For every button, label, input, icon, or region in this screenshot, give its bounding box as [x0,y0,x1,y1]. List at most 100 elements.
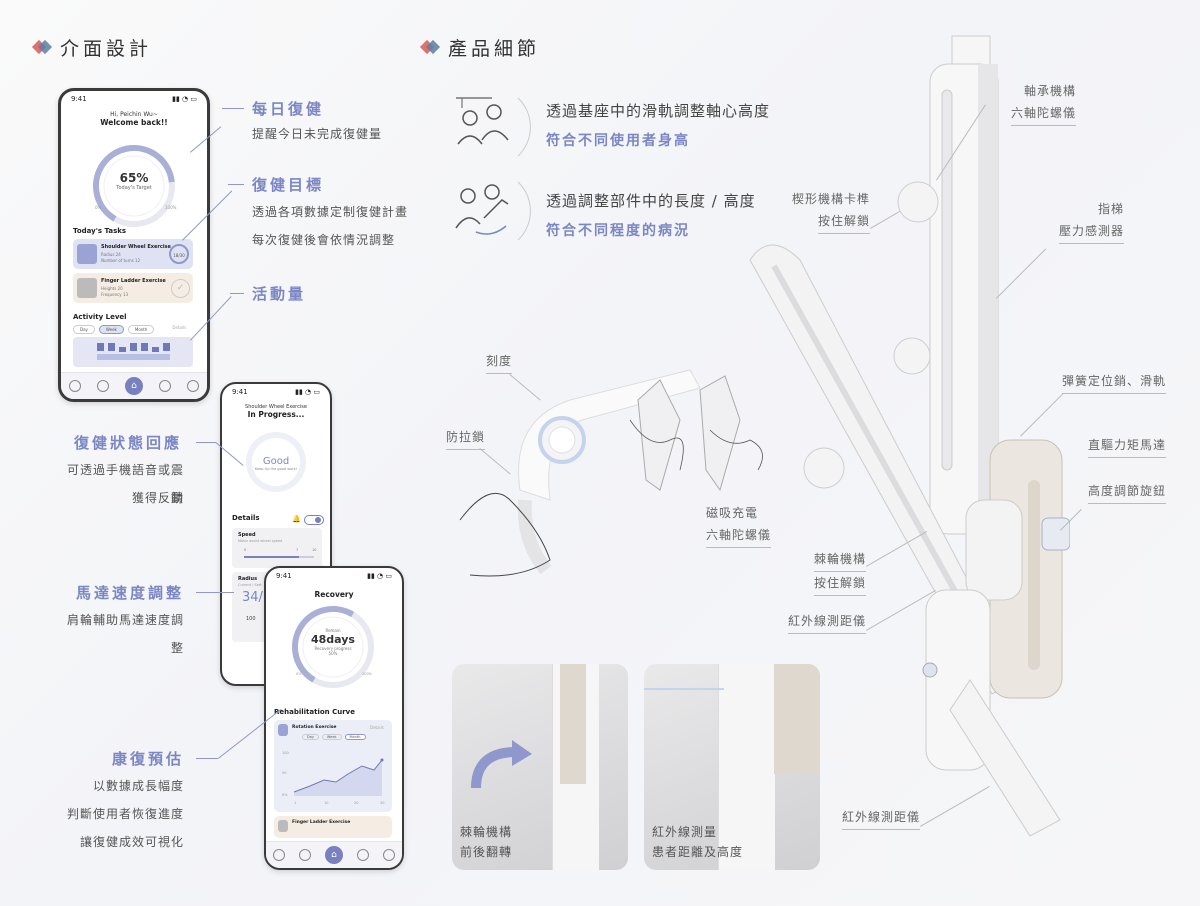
callout-motor-text: 直驅力矩馬達 [1087,434,1166,458]
tab-week[interactable]: Week [98,325,124,334]
y-tick-0: 0% [282,793,288,797]
motor-title: 馬達速度調整 [76,584,185,602]
activity-feature-title: 活動量 [252,285,307,303]
main-device-illustration [749,35,1070,837]
nav-home-icon[interactable]: ⌂ [125,377,143,395]
callout-scale: 刻度 [486,350,513,374]
callout-ladder: 指梯 壓力感測器 [1050,198,1124,244]
photo-ratchet-detail: 棘輪機構 前後翻轉 [452,664,628,870]
target-label: Today's Target [116,185,152,191]
progress-label: Recovery progress [314,646,352,651]
y-tick-100: 100 [282,751,289,755]
task-card-shoulder[interactable]: Shoulder Wheel Exercise Radius 24 Number… [73,239,193,269]
photo1-line1: 棘輪機構 [460,825,513,839]
task2-label2: Frequency [101,292,122,297]
goal-line2: 每次復健後會依情況調整 [252,233,396,247]
diamond-icon [424,41,438,55]
photo2-line2: 患者距離及高度 [652,845,744,859]
nav-device-icon[interactable] [187,380,199,392]
tab-month[interactable]: Month [127,325,155,334]
curve-card: Rotation Exercise Details Day Week Month… [274,720,392,812]
recovery-title-feature: 康復預估 [112,750,185,768]
interface-section-title: 介面設計 [36,34,152,61]
task2-name: Finger Ladder Exercise [101,278,166,284]
height-users-icon [456,97,531,157]
task1-value1: 24 [115,252,121,257]
check-icon: ✓ [171,279,190,298]
nav-personal-icon[interactable] [273,849,285,861]
feedback-line2: 獲得反饋 [131,491,184,505]
ring-max: 100% [362,672,373,676]
speed-slider[interactable] [244,556,314,558]
callout-bearing-line2: 六軸陀螺儀 [1010,102,1076,126]
tasks-title: Today's Tasks [73,227,127,235]
tab-month[interactable]: Month [344,734,366,740]
bell-icon: 🔔 [292,515,301,523]
remain-label: Remain [325,628,341,633]
callout-magnetic-line2: 六軸陀螺儀 [706,524,772,548]
tab-week[interactable]: Week [321,734,342,740]
photo1-caption: 棘輪機構 前後翻轉 [460,822,512,862]
nav-missions-icon[interactable] [357,849,369,861]
chart-name: Rotation Exercise [292,725,337,730]
callout-wedge-line2: 按住解鎖 [817,210,870,234]
detail2-line1: 透過調整部件中的長度 / 高度 [546,192,756,210]
task-card-finger[interactable]: Finger Ladder Exercise Heights 20 Freque… [73,273,193,303]
callout-ladder-line2: 壓力感測器 [1058,220,1124,244]
callout-magnetic: 磁吸充電 六軸陀螺儀 [706,502,772,548]
status-time: 9:41 [232,388,248,396]
goal-line1: 透過各項數據定制復健計畫 [252,205,409,219]
diamond-icon [36,41,50,55]
radius-label: Radius [238,576,258,582]
tab-day[interactable]: Day [302,734,319,740]
status-time: 9:41 [71,95,87,103]
nav-personal-icon[interactable] [69,380,81,392]
callout-spring-text: 彈簧定位銷、滑軌 [1061,370,1166,394]
detail1-line2: 符合不同使用者身高 [546,133,690,149]
state-ring [246,432,306,492]
radius-value: 34/ [242,590,263,605]
photo2-caption: 紅外線測量 患者距離及高度 [652,822,743,862]
details-link[interactable]: Details [172,325,187,330]
wrist-device-illustration [459,369,763,577]
callout-ir2-text: 紅外線測距儀 [841,806,920,830]
callout-ir2: 紅外線測距儀 [830,806,920,830]
curve-title: Rehabilitation Curve [274,708,355,716]
goal-title: 復健目標 [252,176,325,194]
nav-device-icon[interactable] [383,849,395,861]
photo-infrared-detail: 紅外線測量 患者距離及高度 [644,664,820,870]
task1-label2: Number of turns [101,258,134,263]
welcome-text: Welcome back!! [100,118,168,127]
activity-title: Activity Level [73,313,127,321]
details-section-title: 產品細節 [424,34,540,61]
callout-wedge: 楔形機構卡榫 按住解鎖 [780,188,870,234]
motor-text: 肩輪輔助馬達速度調整 [66,613,184,655]
nav-missions-icon[interactable] [159,380,171,392]
callout-motor: 直驅力矩馬達 [1070,434,1166,458]
details-title-text: 產品細節 [448,38,541,60]
callout-ratchet-line2: 按住解鎖 [813,572,866,596]
signal-icon: ▮▮ ◔ ▭ [295,388,320,396]
target-min: 0% [95,205,102,210]
recovery-ring [292,606,374,688]
callout-ladder-line1: 指梯 [1097,202,1124,216]
nav-records-icon[interactable] [299,849,311,861]
chart-details-link[interactable]: Details [370,725,384,730]
callout-magnetic-line1: 磁吸充電 [706,506,759,520]
task1-name: Shoulder Wheel Exercise [101,244,171,250]
task1-label1: Radius [101,252,115,257]
tab-day[interactable]: Day [73,325,95,334]
speed-card: Speed Motor assist wheel speed 0 7 10 [232,528,322,568]
photo1-line2: 前後翻轉 [460,845,513,859]
ring-min: 0% [296,672,302,676]
rotation-icon [278,724,288,736]
feedback-line1: 可透過手機語音或震動 [66,463,184,505]
exercise-status: In Progress... [247,410,305,419]
callout-ir1-text: 紅外線測距儀 [787,610,866,634]
nav-records-icon[interactable] [97,380,109,392]
feedback-toggle[interactable] [304,515,324,525]
finger-icon [278,820,288,832]
recovery-line2: 判斷使用者恢復進度 [66,807,184,821]
nav-home-icon[interactable]: ⌂ [325,846,343,864]
y-tick-50: 50 [282,771,286,775]
